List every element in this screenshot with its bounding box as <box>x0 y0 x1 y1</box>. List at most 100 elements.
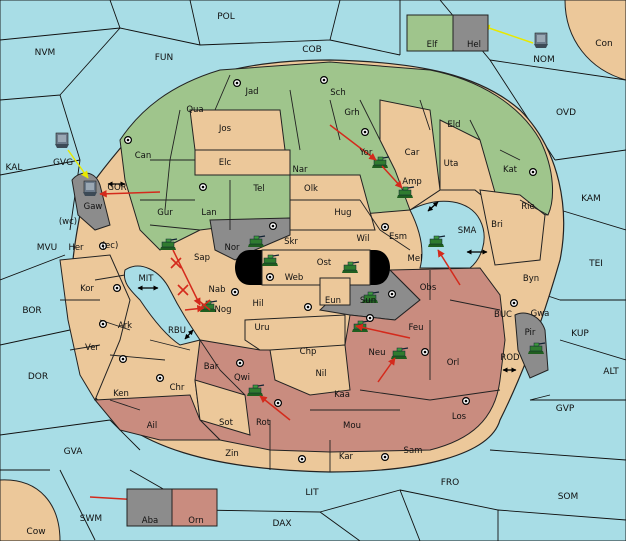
label-land: Sam <box>404 446 423 456</box>
label-sea: SWM <box>80 514 102 524</box>
sc-grh <box>361 128 370 137</box>
label-land: Kaa <box>334 390 350 400</box>
label-sea: TEI <box>588 259 603 269</box>
sc-sun <box>388 290 397 299</box>
label-land: Sot <box>219 418 234 428</box>
label-land: Chr <box>170 383 185 393</box>
label-land: Los <box>452 412 467 422</box>
offboard-boxes <box>126 14 489 527</box>
fleet-gvg <box>54 132 70 149</box>
label-land: Aba <box>142 516 158 526</box>
label-land: Nil <box>315 369 326 379</box>
sea-labels: POL NVM FUN COB Con NOM OVD KAL GVG KAM … <box>6 12 620 537</box>
sc-nab <box>231 288 240 297</box>
label-land: Nab <box>209 285 226 295</box>
label-sea: KAL <box>6 163 23 173</box>
label-land: Hel <box>467 40 481 50</box>
sc-lan <box>269 222 278 231</box>
order-arrows <box>67 24 534 508</box>
label-land: Ver <box>85 343 99 353</box>
sc-byn <box>510 299 519 308</box>
label-sea: POL <box>217 12 235 22</box>
sc-web <box>266 273 275 282</box>
label-land: BUC <box>494 310 512 320</box>
label-land: (ec) <box>102 241 119 251</box>
label-land: Ail <box>147 421 158 431</box>
label-sea: FUN <box>155 53 174 63</box>
label-land: Gwa <box>531 309 550 319</box>
label-sea: DAX <box>272 519 291 529</box>
label-land: Mou <box>343 421 361 431</box>
label-land: Kat <box>503 165 518 175</box>
label-land: RBU <box>168 326 186 336</box>
sc-wil <box>381 223 390 232</box>
label-land: Bri <box>491 220 503 230</box>
sc-sch <box>320 75 329 84</box>
label-land: Hug <box>334 208 351 218</box>
label-land: Elf <box>427 40 439 50</box>
label-land: Uta <box>444 159 459 169</box>
label-land: Sch <box>330 88 345 98</box>
sc-ver <box>98 320 107 329</box>
label-land: Qwi <box>234 373 250 383</box>
sc-her <box>98 242 107 251</box>
label-sea: GVA <box>64 447 84 457</box>
label-land: ROD <box>500 353 520 363</box>
sc-rot <box>274 399 283 408</box>
label-land: (wc) <box>59 217 77 227</box>
sc-ail <box>118 355 127 364</box>
label-sea: COB <box>302 45 322 55</box>
label-land: Qua <box>186 105 203 115</box>
sea-links <box>107 181 517 373</box>
sc-ken <box>156 374 165 383</box>
label-sea: LIT <box>305 488 319 498</box>
label-land: Gaw <box>84 202 103 212</box>
label-land: Grh <box>344 108 359 118</box>
label-land: Ark <box>118 321 132 331</box>
label-land: Orl <box>447 358 460 368</box>
label-sea: DOR <box>28 372 48 382</box>
label-land: Sun <box>360 296 376 306</box>
fleet-gaw <box>82 180 98 197</box>
label-land: Rie <box>521 202 535 212</box>
label-land: Pir <box>525 328 536 338</box>
label-land: Bar <box>204 362 219 372</box>
label-land: Amp <box>402 177 422 187</box>
label-land: Car <box>405 148 420 158</box>
sc-uru <box>304 303 313 312</box>
sc-jad <box>233 78 242 87</box>
sc-los <box>462 397 471 406</box>
label-land: Skr <box>284 237 298 247</box>
label-land: Zin <box>225 449 239 459</box>
label-land: Jos <box>218 124 232 134</box>
label-land: MIT <box>138 274 154 284</box>
label-sea: NOM <box>533 55 555 65</box>
label-land: Uru <box>254 323 269 333</box>
supply-centers <box>98 75 537 464</box>
continent <box>59 59 565 473</box>
sc-neu <box>421 348 430 357</box>
sc-kar <box>381 453 390 462</box>
sc-feu <box>366 314 375 323</box>
label-land: Eun <box>325 296 341 306</box>
label-land: Web <box>285 273 304 283</box>
label-land: Nog <box>215 305 232 315</box>
sc-zin <box>298 455 307 464</box>
label-land: Rot <box>256 418 271 428</box>
label-land: Tel <box>252 184 264 194</box>
label-land: Jad <box>244 87 258 97</box>
fleet-nom <box>533 32 549 49</box>
sc-bar <box>236 359 245 368</box>
label-land: Esm <box>389 232 407 242</box>
label-land: Sap <box>194 253 210 263</box>
label-sea: NVM <box>35 48 56 58</box>
label-land: Olk <box>304 184 318 194</box>
label-sea: KUP <box>571 329 589 339</box>
sc-kat <box>528 168 537 177</box>
label-land: Kor <box>80 284 94 294</box>
label-land: SMA <box>458 226 477 236</box>
label-sea: Con <box>595 39 613 49</box>
label-land: Eld <box>447 120 460 130</box>
label-sea: BOR <box>22 306 41 316</box>
